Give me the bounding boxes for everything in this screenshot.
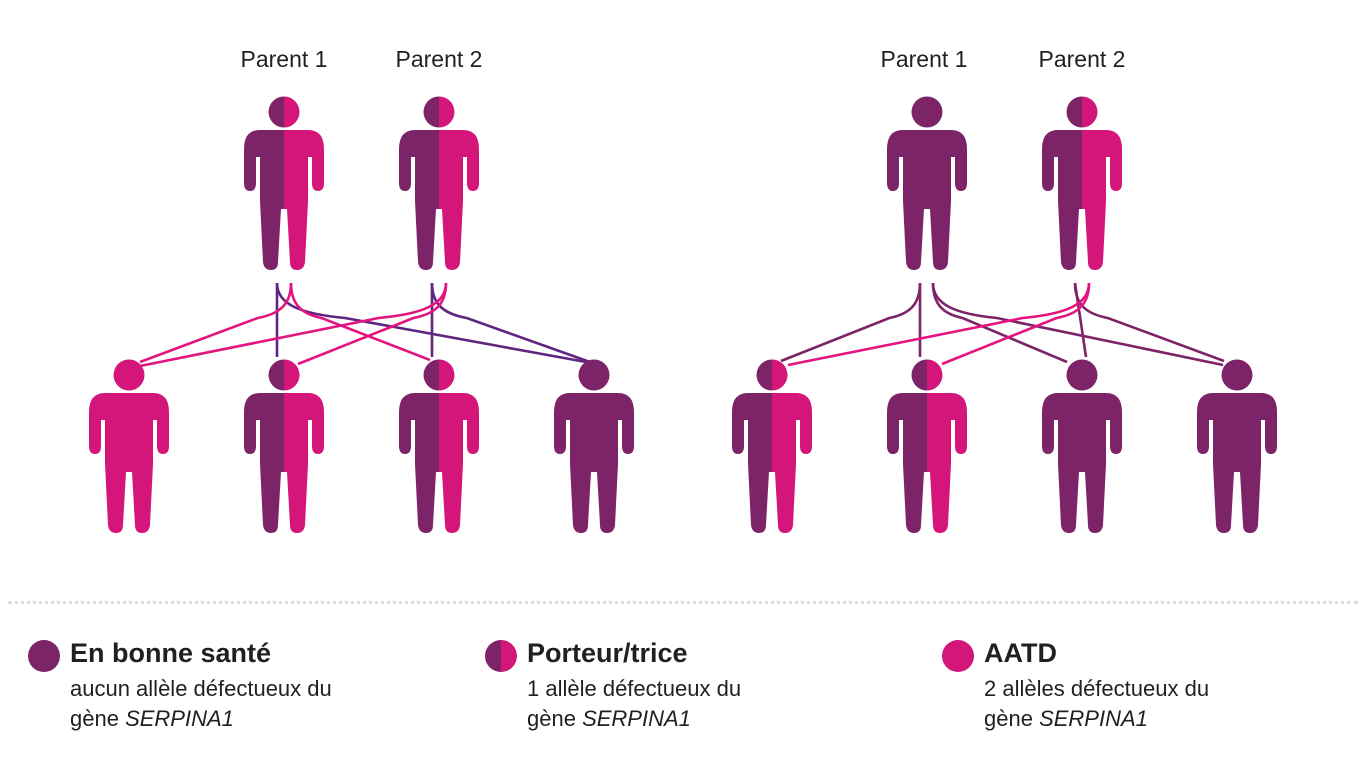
inheritance-line: [941, 282, 1091, 366]
parent-1-figure-healthy: [887, 96, 967, 270]
parent-1-label-left: Parent 1: [240, 46, 328, 72]
inheritance-line: [931, 282, 1224, 367]
legend-title: AATD: [984, 638, 1057, 668]
child-2-figure-carrier: [887, 359, 967, 533]
inheritance-diagram: [89, 96, 1277, 533]
child-1-figure-aatd: [89, 359, 169, 533]
child-2-figure-carrier: [244, 359, 324, 533]
legend-title: En bonne santé: [70, 638, 272, 668]
parent-2-figure-carrier: [399, 96, 479, 270]
child-3-figure-carrier: [399, 359, 479, 533]
dotted-separator: [8, 601, 1358, 604]
parent-1-figure-carrier: [244, 96, 324, 270]
child-3-figure-healthy: [1042, 359, 1122, 533]
parent-1-label-right: Parent 1: [880, 46, 968, 72]
child-4-figure-healthy: [1197, 359, 1277, 533]
inheritance-line: [430, 282, 591, 364]
legend-title: Porteur/trice: [527, 638, 688, 668]
parent-2-figure-carrier: [1042, 96, 1122, 270]
parent-2-label-left: Parent 2: [395, 46, 483, 72]
child-1-figure-carrier: [732, 359, 812, 533]
inheritance-line: [780, 282, 922, 363]
inheritance-line: [1073, 282, 1225, 363]
inheritance-line: [289, 282, 431, 362]
inheritance-lines: [139, 282, 1225, 368]
child-4-figure-healthy: [554, 359, 634, 533]
aatd-dot-icon: [942, 640, 974, 672]
inheritance-line: [275, 282, 587, 364]
parent-2-label-right: Parent 2: [1038, 46, 1126, 72]
inheritance-line: [297, 282, 448, 366]
healthy-dot-icon: [28, 640, 60, 672]
carrier-dot-icon: [485, 640, 517, 672]
